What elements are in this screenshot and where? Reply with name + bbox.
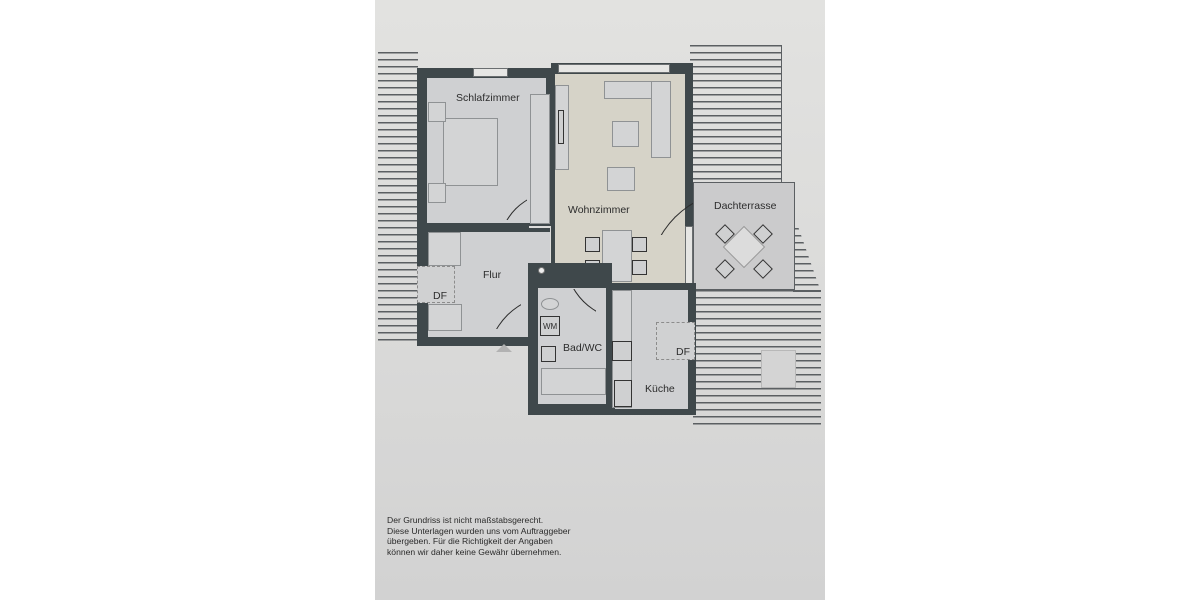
skylight-flur xyxy=(417,266,455,303)
roof-hatch-bottom-right xyxy=(693,290,821,428)
disclaimer-text: Der Grundriss ist nicht maßstabsgerecht.… xyxy=(387,515,570,557)
dachterrasse-area xyxy=(693,182,795,290)
dining-chair-4 xyxy=(632,260,647,275)
armchair xyxy=(607,167,635,191)
washing-machine xyxy=(540,316,560,336)
window-terrace xyxy=(685,226,693,286)
stove-icon xyxy=(612,341,632,361)
toilet-icon xyxy=(541,298,559,310)
washing-machine-label: WM xyxy=(543,322,558,331)
room-label-kueche: Küche xyxy=(645,383,675,395)
room-label-schlafzimmer: Schlafzimmer xyxy=(456,92,520,104)
skylight-label-flur: DF xyxy=(433,290,447,302)
window-schlafzimmer xyxy=(473,68,508,77)
nightstand-top xyxy=(428,102,446,122)
entrance-arrow-icon xyxy=(496,344,512,352)
wall-flur-inner xyxy=(428,228,550,232)
disclaimer-line-2: Diese Unterlagen wurden uns vom Auftragg… xyxy=(387,525,571,536)
wardrobe xyxy=(530,94,550,224)
bathtub xyxy=(541,368,606,395)
dining-chair-1 xyxy=(585,237,600,252)
chimney-box xyxy=(761,350,796,388)
tv xyxy=(558,110,564,144)
disclaimer-line-4: können wir daher keine Gewähr übernehmen… xyxy=(387,546,562,557)
room-label-wohnzimmer: Wohnzimmer xyxy=(568,204,630,216)
dining-chair-3 xyxy=(632,237,647,252)
room-label-dachterrasse: Dachterrasse xyxy=(714,200,777,212)
room-label-bad: Bad/WC xyxy=(563,342,603,354)
nightstand-bottom xyxy=(428,183,446,203)
window-wohnzimmer xyxy=(558,64,670,73)
disclaimer-line-3: übergeben. Für die Richtigkeit der Angab… xyxy=(387,536,553,546)
flur-cabinet-top xyxy=(428,232,461,266)
roof-hatch-left xyxy=(378,52,418,344)
kitchen-sink-icon xyxy=(614,380,632,407)
sofa-l-shaped-side xyxy=(651,81,671,158)
bed xyxy=(443,118,498,186)
roof-hatch-top-right xyxy=(690,45,782,185)
skylight-kueche xyxy=(656,322,695,360)
chimney-shaft-icon xyxy=(538,267,545,274)
room-label-flur: Flur xyxy=(483,269,502,281)
skylight-label-kueche: DF xyxy=(676,346,690,358)
floorplan-photo: Schlafzimmer Wohnzimmer Dachterrasse DF … xyxy=(375,0,825,600)
disclaimer-line-1: Der Grundriss ist nicht maßstabsgerecht. xyxy=(387,515,544,525)
roof-hatch-right-slope xyxy=(793,228,821,292)
flur-cabinet-bottom xyxy=(428,304,462,331)
sink-bad xyxy=(541,346,556,362)
coffee-table xyxy=(612,121,639,147)
